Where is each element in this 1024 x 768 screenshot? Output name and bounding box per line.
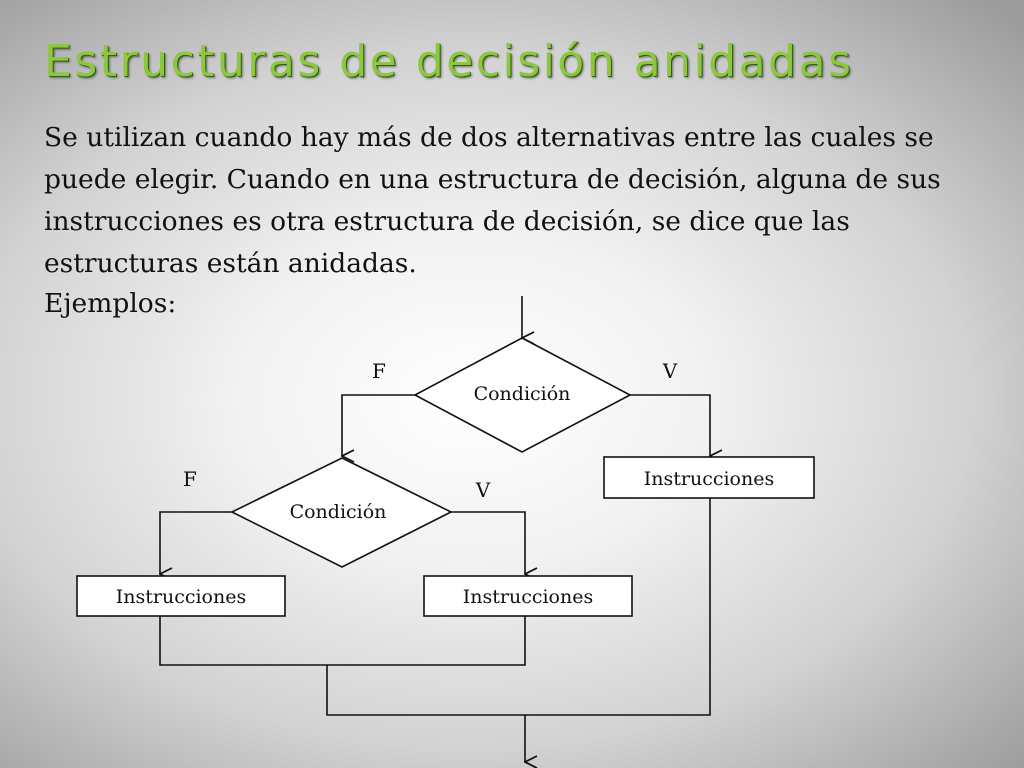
- outer-true-instructions-box: [603, 456, 815, 499]
- outer-decision-label: Condición: [474, 383, 571, 405]
- outer-false-connector: [342, 394, 415, 456]
- inner-true-instructions-label: Instrucciones: [463, 586, 593, 608]
- outer-false-label: F: [372, 359, 386, 383]
- inner-false-instructions-box: [76, 575, 286, 617]
- inner-merge-connector: [159, 615, 526, 666]
- outer-true-instructions-label: Instrucciones: [644, 468, 774, 490]
- outer-merge-connector: [326, 498, 711, 716]
- inner-true-connector: [451, 511, 525, 574]
- body-paragraph: Se utilizan cuando hay más de dos altern…: [44, 122, 941, 279]
- outer-true-label: V: [662, 359, 678, 383]
- examples-label: Ejemplos:: [44, 288, 177, 319]
- outer-true-connector: [630, 394, 710, 456]
- inner-true-instructions-box: [423, 575, 633, 617]
- outer-decision-diamond: [413, 337, 632, 453]
- inner-false-label: F: [183, 467, 197, 491]
- inner-false-connector: [160, 511, 232, 574]
- slide-title: Estructuras de decisión anidadas: [44, 36, 854, 87]
- inner-decision-label: Condición: [290, 501, 387, 523]
- inner-false-instructions-label: Instrucciones: [116, 586, 246, 608]
- inner-true-label: V: [475, 478, 491, 502]
- inner-decision-diamond: [230, 457, 453, 568]
